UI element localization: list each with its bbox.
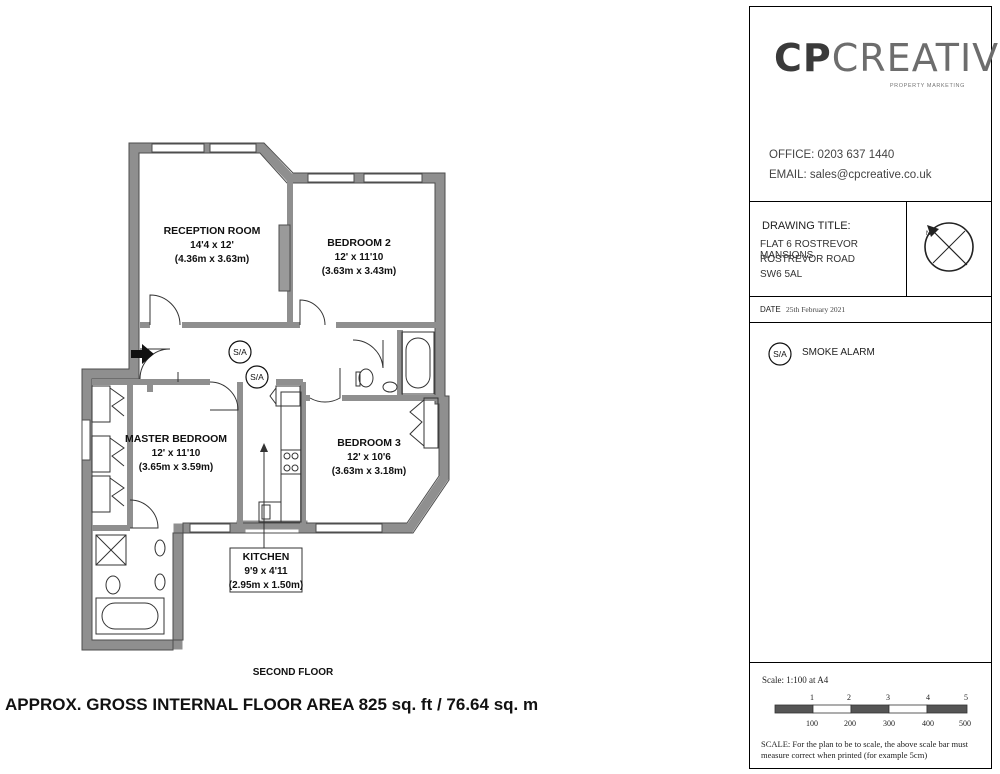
scale-tick-label: 4 bbox=[926, 693, 930, 702]
date-value: 25th February 2021 bbox=[786, 305, 846, 314]
room-name: MASTER BEDROOM bbox=[125, 433, 227, 445]
scale-tick-label: 1 bbox=[810, 693, 814, 702]
scale-bottom-ticks: 100 200 300 400 500 bbox=[806, 719, 971, 728]
legend-text: SMOKE ALARM bbox=[802, 347, 875, 358]
floor-label: SECOND FLOOR bbox=[253, 667, 334, 678]
room-dimensions-metric: (4.36m x 3.63m) bbox=[175, 254, 250, 265]
kitchen-pointer-arrow bbox=[260, 443, 268, 560]
drawing-title-section: DRAWING TITLE: FLAT 6 ROSTREVOR MANSIONS… bbox=[750, 202, 991, 297]
entrance-arrow-icon bbox=[131, 344, 154, 364]
wardrobes bbox=[91, 385, 439, 513]
legend-section: S/A SMOKE ALARM bbox=[750, 323, 991, 663]
room-dimensions-metric: (2.95m x 1.50m) bbox=[229, 580, 304, 591]
office-phone: OFFICE: 0203 637 1440 bbox=[769, 149, 895, 161]
smoke-alarm-label: S/A bbox=[250, 372, 264, 382]
smoke-alarm-2: S/A bbox=[245, 365, 269, 389]
scale-tick-label: 400 bbox=[922, 719, 934, 728]
scale-tick-label: 3 bbox=[886, 693, 890, 702]
brand-section: CPCREATIVE PROPERTY MARKETING OFFICE: 02… bbox=[750, 7, 1000, 202]
chimney-breast bbox=[278, 224, 291, 292]
floor-plan: S/A S/A RECEPTION ROOM 14'4 x 12' (4.36m… bbox=[5, 142, 538, 714]
north-compass-icon: N bbox=[924, 222, 974, 272]
date-section: DATE 25th February 2021 bbox=[750, 297, 991, 323]
address-line: ROSTREVOR ROAD bbox=[760, 254, 856, 265]
title-block: CPCREATIVE PROPERTY MARKETING OFFICE: 02… bbox=[749, 6, 1000, 769]
smoke-alarm-legend-icon: S/A bbox=[768, 342, 792, 366]
scale-bar: 1 2 3 4 5 100 200 300 400 500 bbox=[774, 693, 971, 728]
room-reception: RECEPTION ROOM 14'4 x 12' (4.36m x 3.63m… bbox=[164, 225, 261, 265]
room-dimensions-imperial: 14'4 x 12' bbox=[190, 240, 234, 251]
kitchen-fittings bbox=[258, 391, 302, 523]
scale-section: Scale: 1:100 at A4 1 2 3 4 5 100 200 300… bbox=[750, 663, 991, 768]
windows bbox=[81, 143, 423, 533]
room-dimensions-metric: (3.63m x 3.18m) bbox=[332, 466, 407, 477]
brand-logo-bold: CP bbox=[774, 36, 832, 80]
room-dimensions-metric: (3.63m x 3.43m) bbox=[322, 266, 397, 277]
legend-symbol: S/A bbox=[773, 349, 787, 359]
room-name: RECEPTION ROOM bbox=[164, 225, 261, 237]
address-line: FLAT 6 ROSTREVOR MANSIONS bbox=[760, 239, 858, 261]
room-name: KITCHEN bbox=[243, 551, 290, 563]
room-dimensions-imperial: 12' x 11'10 bbox=[152, 448, 201, 459]
room-name: BEDROOM 2 bbox=[327, 237, 391, 249]
scale-tick-label: 200 bbox=[844, 719, 856, 728]
scale-tick-label: 5 bbox=[964, 693, 968, 702]
scale-title: Scale: 1:100 at A4 bbox=[762, 675, 829, 685]
scale-tick-label: 500 bbox=[959, 719, 971, 728]
scale-top-ticks: 1 2 3 4 5 bbox=[810, 693, 968, 702]
smoke-alarm-label: S/A bbox=[233, 347, 247, 357]
room-bedroom-2: BEDROOM 2 12' x 11'10 (3.63m x 3.43m) bbox=[322, 237, 397, 277]
room-dimensions-imperial: 12' x 10'6 bbox=[347, 452, 391, 463]
scale-tick-label: 2 bbox=[847, 693, 851, 702]
room-dimensions-metric: (3.65m x 3.59m) bbox=[139, 462, 214, 473]
drawing-title-heading: DRAWING TITLE: bbox=[762, 220, 851, 232]
doors bbox=[129, 294, 384, 529]
room-dimensions-imperial: 9'9 x 4'11 bbox=[244, 566, 288, 577]
brand-logo-light: CREATIVE bbox=[831, 36, 1000, 80]
compass-cell: N bbox=[907, 202, 991, 296]
scale-tick-label: 300 bbox=[883, 719, 895, 728]
room-kitchen: KITCHEN 9'9 x 4'11 (2.95m x 1.50m) bbox=[229, 551, 304, 591]
room-name: BEDROOM 3 bbox=[337, 437, 401, 449]
brand-logo: CPCREATIVE bbox=[774, 39, 1000, 77]
date-label: DATE bbox=[760, 305, 781, 314]
kitchen-label-box bbox=[229, 547, 303, 593]
address-line: SW6 5AL bbox=[760, 269, 803, 280]
scale-note: SCALE: For the plan to be to scale, the … bbox=[761, 739, 969, 760]
bathroom-fixtures bbox=[95, 331, 435, 635]
brand-tagline: PROPERTY MARKETING bbox=[889, 83, 965, 89]
drawing-title-cell: DRAWING TITLE: FLAT 6 ROSTREVOR MANSIONS… bbox=[750, 202, 907, 296]
room-bedroom-3: BEDROOM 3 12' x 10'6 (3.63m x 3.18m) bbox=[332, 437, 407, 477]
gross-area: APPROX. GROSS INTERNAL FLOOR AREA 825 sq… bbox=[5, 695, 538, 714]
email-address: EMAIL: sales@cpcreative.co.uk bbox=[769, 169, 932, 181]
svg-text:N: N bbox=[926, 231, 930, 237]
room-dimensions-imperial: 12' x 11'10 bbox=[335, 252, 384, 263]
scale-tick-label: 100 bbox=[806, 719, 818, 728]
room-master-bedroom: MASTER BEDROOM 12' x 11'10 (3.65m x 3.59… bbox=[125, 433, 227, 473]
smoke-alarm-1: S/A bbox=[228, 340, 252, 364]
scale-segments bbox=[774, 704, 968, 714]
